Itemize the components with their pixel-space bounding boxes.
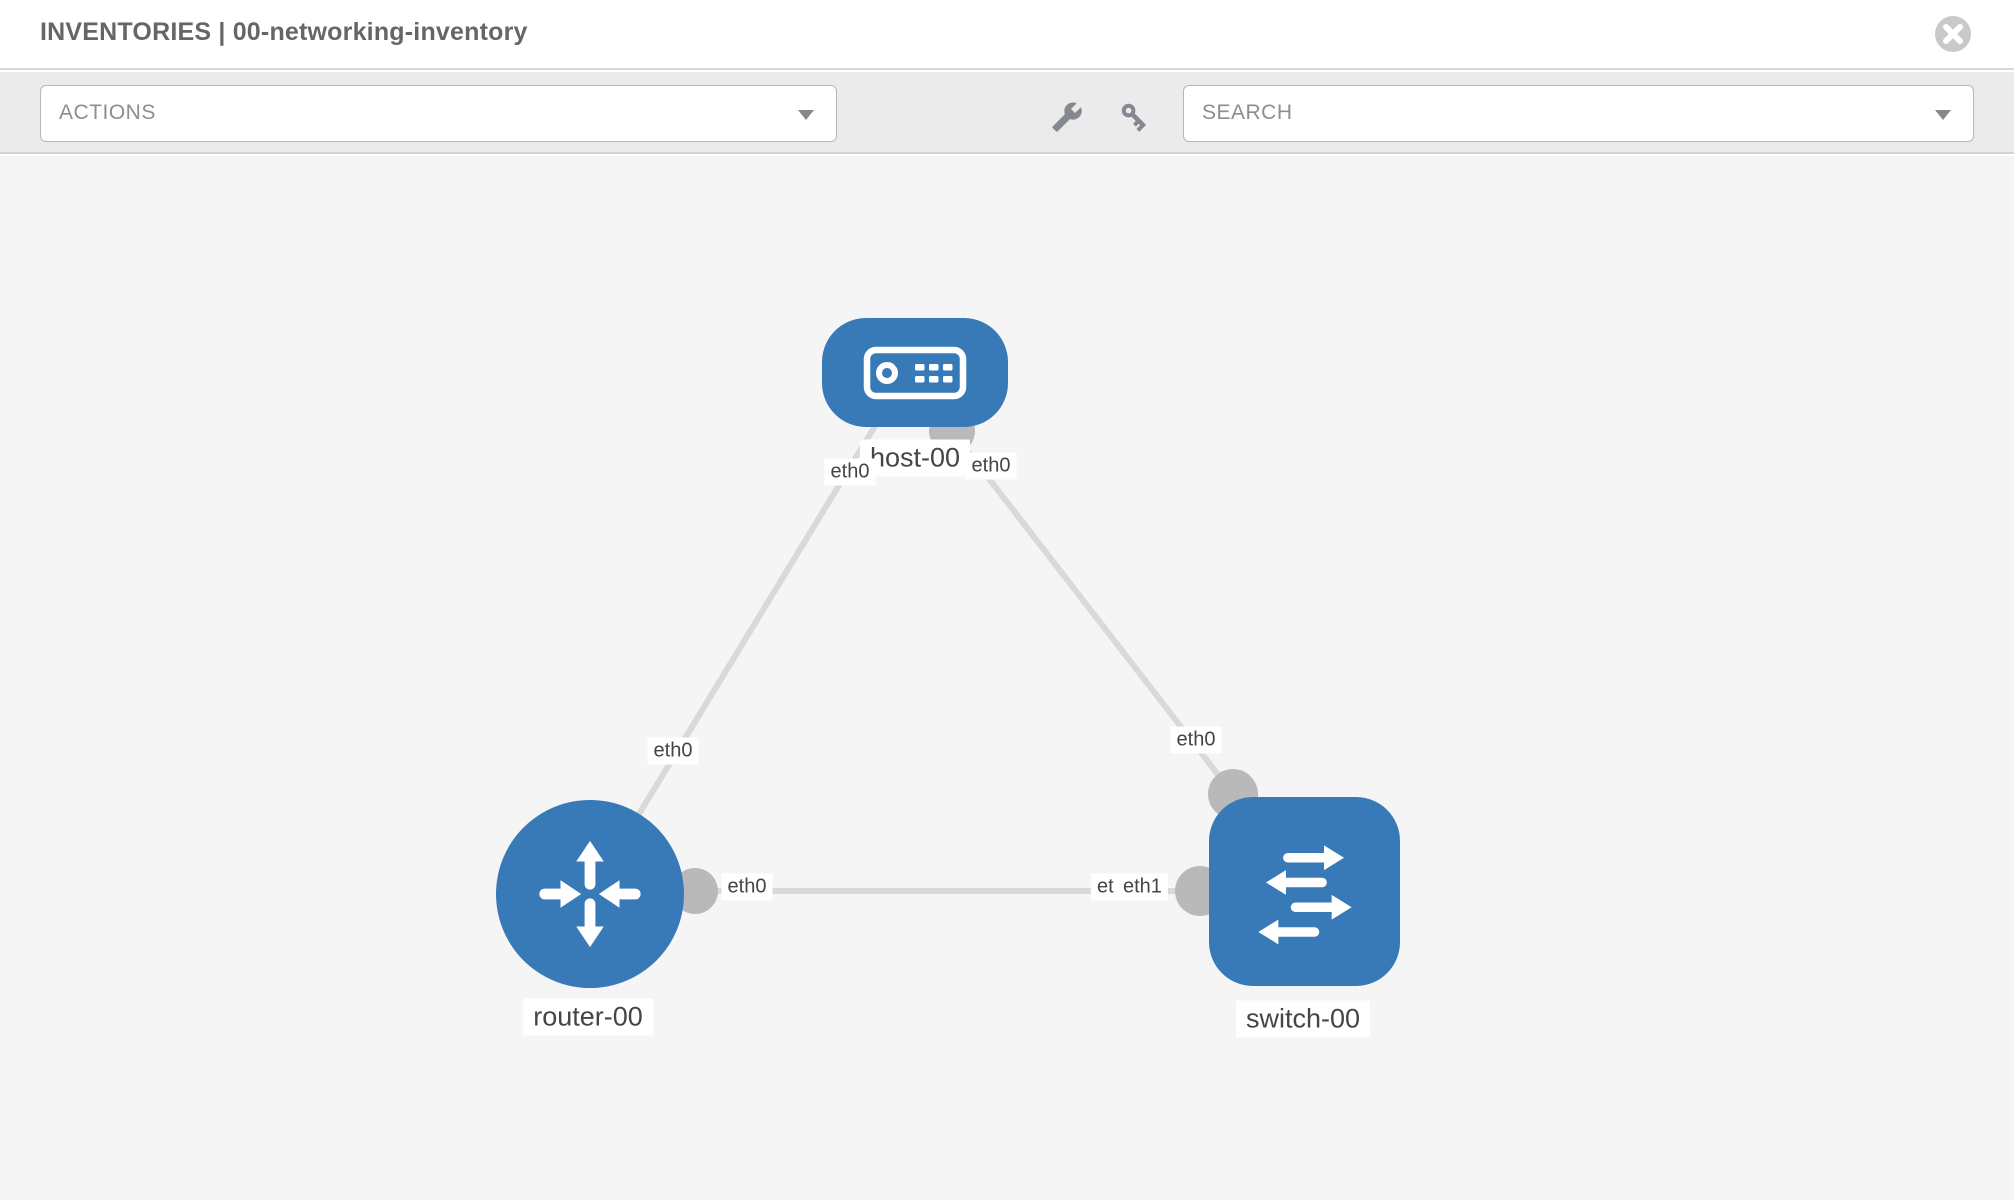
header-bar: INVENTORIES | 00-networking-inventory <box>0 0 2014 70</box>
host-icon <box>863 346 967 399</box>
links-layer <box>636 424 1280 894</box>
if-label-router-eth0-right: eth0 <box>721 873 773 901</box>
page-title: INVENTORIES | 00-networking-inventory <box>40 18 528 46</box>
node-switch-00[interactable] <box>1209 797 1400 986</box>
toolbar: ACTIONS SEARCH <box>0 72 2014 154</box>
if-label-switch-eth0-top: eth0 <box>1170 726 1222 754</box>
node-label-host: host-00 <box>859 439 971 477</box>
if-label-switch-et-partial: et <box>1091 873 1120 901</box>
search-dropdown[interactable]: SEARCH <box>1183 85 1974 142</box>
chevron-down-icon <box>1935 110 1951 120</box>
if-label-host-eth0-left: eth0 <box>824 458 876 486</box>
close-icon[interactable] <box>1934 15 1972 53</box>
node-label-switch: switch-00 <box>1235 1000 1371 1038</box>
if-label-switch-eth1: eth1 <box>1117 873 1168 901</box>
wrench-icon[interactable] <box>1051 101 1083 133</box>
node-router-00[interactable] <box>496 800 684 988</box>
topology-canvas[interactable]: host-00 router-00 switch-00 eth0 eth0 et… <box>0 156 2014 1200</box>
if-label-host-eth0-right: eth0 <box>965 452 1017 480</box>
chevron-down-icon <box>798 110 814 120</box>
node-label-router: router-00 <box>523 998 653 1036</box>
key-icon[interactable] <box>1119 101 1151 133</box>
node-host-00[interactable] <box>822 318 1008 427</box>
if-label-router-eth0-top: eth0 <box>647 737 699 765</box>
actions-dropdown-label: ACTIONS <box>59 101 156 124</box>
actions-dropdown[interactable]: ACTIONS <box>40 85 837 142</box>
search-dropdown-label: SEARCH <box>1202 101 1293 124</box>
router-icon <box>539 840 641 948</box>
switch-icon <box>1257 844 1352 944</box>
